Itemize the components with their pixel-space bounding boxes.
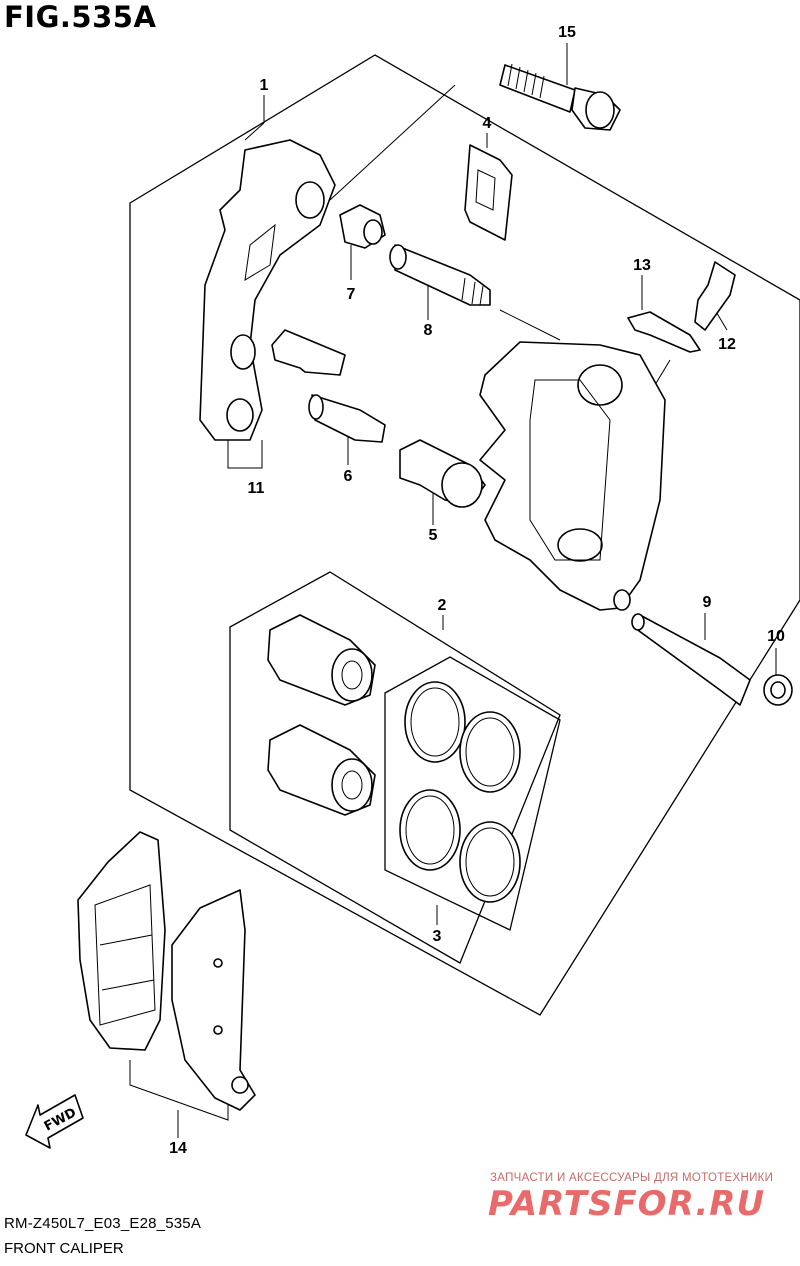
callout-6: 6 xyxy=(343,468,353,485)
pin-9 xyxy=(631,613,751,706)
seal-ring-3b xyxy=(459,711,521,793)
watermark-brand: PARTSFOR.RU xyxy=(488,1184,766,1224)
bolt-15 xyxy=(499,63,621,131)
caliper-body xyxy=(479,341,666,611)
assembly-boundary xyxy=(129,54,800,1016)
callout-5: 5 xyxy=(428,527,438,544)
piston-2-lower xyxy=(267,724,376,816)
callout-13: 13 xyxy=(633,257,651,274)
seal-ring-3c xyxy=(399,789,461,871)
bleeder-valve-12 xyxy=(694,261,736,331)
boot-5 xyxy=(399,439,486,508)
callout-12: 12 xyxy=(718,336,736,353)
diagram-name: FRONT CALIPER xyxy=(4,1240,124,1257)
seal-set-boundary xyxy=(384,656,561,931)
pad-spring-4 xyxy=(464,144,513,241)
callout-7: 7 xyxy=(346,286,356,303)
watermark-tagline: ЗАПЧАСТИ И АКСЕССУАРЫ ДЛЯ МОТОТЕХНИКИ xyxy=(490,1172,774,1184)
forward-arrow-icon: FWD xyxy=(25,1094,84,1149)
brake-pad-14-right xyxy=(171,889,256,1111)
pad-clip-11 xyxy=(271,329,346,376)
callout-14: 14 xyxy=(169,1140,187,1157)
caliper-bracket-1 xyxy=(199,139,336,441)
pin-8 xyxy=(389,244,491,306)
piston-2-upper xyxy=(267,614,376,706)
callout-3: 3 xyxy=(432,928,442,945)
boot-7 xyxy=(339,204,386,249)
callout-1: 1 xyxy=(259,77,269,94)
cap-13 xyxy=(627,311,701,353)
callout-11: 11 xyxy=(247,480,265,497)
callout-2: 2 xyxy=(437,597,447,614)
seal-ring-3d xyxy=(459,821,521,903)
seal-ring-3a xyxy=(404,681,466,763)
figure-title: FIG.535A xyxy=(4,0,157,34)
brake-pad-14-left xyxy=(77,831,166,1051)
plug-10 xyxy=(763,674,793,706)
diagram-code: RM-Z450L7_E03_E28_535A xyxy=(4,1215,202,1232)
callout-8: 8 xyxy=(423,322,433,339)
callout-9: 9 xyxy=(702,594,712,611)
callout-10: 10 xyxy=(767,628,785,645)
pin-6 xyxy=(308,394,386,443)
callout-4: 4 xyxy=(482,115,492,132)
callout-15: 15 xyxy=(558,24,576,41)
